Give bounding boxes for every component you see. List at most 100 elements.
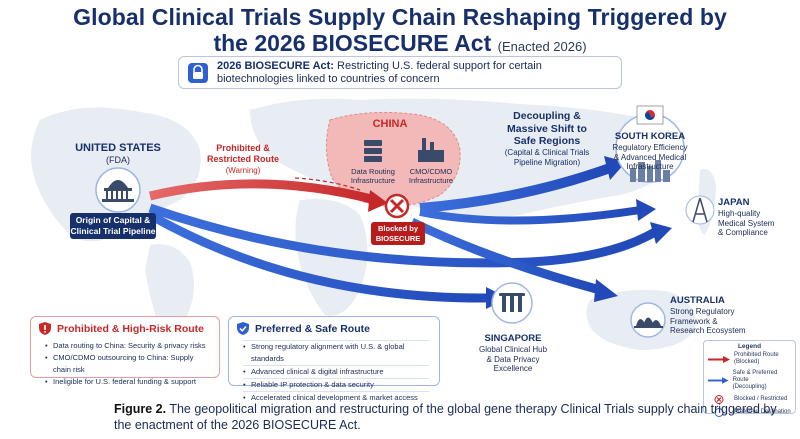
singapore-name: SINGAPORE [484,333,542,344]
south-america [145,244,194,336]
us-name: UNITED STATES [75,142,161,154]
prohibited-list: Data routing to China: Security & privac… [31,340,219,388]
decoupling-label: Decoupling & Massive Shift to Safe Regio… [488,110,606,168]
page-title-line2: the 2026 BIOSECURE Act (Enacted 2026) [0,30,800,57]
caption-label: Figure 2. [114,402,167,416]
prohibited-route-line2: Restricted Route [206,154,279,164]
figure-caption: Figure 2. The geopolitical migration and… [114,401,794,433]
legend-preferred-label: Preferred Destination [734,409,791,415]
china-data-line2: Infrastructure [350,176,396,185]
korea-label: SOUTH KOREA Regulatory Efficiency & Adva… [608,130,692,172]
prohibited-panel: Prohibited & High-Risk Route Data routin… [30,316,220,388]
legend-preferred: Preferred Destination [704,406,795,419]
us-origin-line1: Origin of Capital & [75,215,151,225]
japan-label: JAPAN High-quality Medical System & Comp… [718,196,798,238]
preferred-item: Strong regulatory alignment with U.S. & … [243,340,429,365]
legend-prohibited-line2: (Blocked) [734,359,760,365]
us-sub: (FDA) [106,155,130,165]
factory-icon [418,138,444,162]
route-us-japan [148,203,658,268]
australia-label: AUSTRALIA Strong Regulatory Framework & … [670,294,766,336]
caption-text: The geopolitical migration and restructu… [114,402,777,432]
prohibited-route-line1: Prohibited & [216,143,270,153]
route-prohibited [148,179,377,205]
blocked-label: Blocked by BIOSECURE Act [371,224,425,253]
singapore-line1: Global Clinical Hub [478,345,548,354]
china-cmo-line1: CMO/CDMO [409,167,453,176]
prohibited-item: Ineligible for U.S. federal funding & su… [45,376,209,388]
singapore-line3: Excellence [493,364,533,373]
china-data-label: Data Routing Infrastructure [348,167,398,185]
legend-safe-line1: Safe & Preferred Route [732,370,778,383]
route-blocked-korea [419,163,612,213]
australia-line3: Research Ecosystem [670,326,746,335]
decoupling-line3: Safe Regions [513,135,581,147]
preferred-list: Strong regulatory alignment with U.S. & … [229,340,439,404]
banner-body: Restricting U.S. federal support for cer… [217,59,542,85]
page-title: Global Clinical Trials Supply Chain Resh… [73,4,727,30]
japan-line3: & Compliance [718,228,768,237]
china-name: CHINA [372,118,408,130]
us-label: UNITED STATES (FDA) [60,142,176,166]
korea-line1: Regulatory Efficiency [612,143,688,152]
preferred-panel-header: Preferred & Safe Route [229,317,439,340]
australia-name: AUSTRALIA [670,295,725,306]
japan-line1: High-quality [718,209,761,218]
singapore-label: SINGAPORE Global Clinical Hub & Data Pri… [470,332,556,374]
server-icon [364,140,382,162]
prohibited-route-label: Prohibited & Restricted Route (Warning) [188,143,298,176]
preferred-item: Advanced clinical & digital infrastructu… [243,365,429,378]
japan-line2: Medical System [718,218,775,228]
prohibited-route-line3: (Warning) [225,166,261,175]
china-cmo-label: CMO/CDMO Infrastructure [406,167,456,185]
arrowhead-australia [594,279,618,302]
blocked-legend-icon [714,395,724,404]
arrowhead-japan [650,222,672,244]
route-blocked-australia [410,217,602,295]
opera-house-icon [634,317,663,328]
prohibited-panel-header: Prohibited & High-Risk Route [31,317,219,340]
banner-label: 2026 BIOSECURE Act: [217,59,334,72]
china-cmo-line2: Infrastructure [408,176,454,185]
title-act: the 2026 BIOSECURE Act [213,30,492,56]
prohibited-item: Data routing to China: Security & privac… [45,340,209,352]
route-us-singapore [147,211,491,303]
blocked-line1: Blocked by [377,224,418,233]
legend-blocked: Blocked / Restricted [704,393,795,406]
preferred-panel: Preferred & Safe Route Strong regulatory… [228,316,440,404]
blocked-x [389,198,405,214]
lock-icon [188,62,208,83]
blocked-box [371,222,425,245]
japan-badge [685,195,715,225]
legend: Legend Prohibited Route(Blocked) Safe & … [703,340,796,417]
title-enacted: (Enacted 2026) [497,39,587,54]
arrowhead-japan-2 [636,199,656,221]
korea-line3: Infrastructure [626,162,674,171]
shield-check-icon [237,322,249,335]
arrowhead-prohibited [368,190,388,212]
tower-icon [692,197,708,223]
legend-blocked-label: Blocked / Restricted [734,396,788,402]
map-diagram [31,98,716,350]
singapore-line2: & Data Privacy [486,354,540,364]
capitol-icon [102,180,134,202]
china-region [326,111,461,207]
korea-name: SOUTH KOREA [614,131,686,142]
us-origin-line2: Clinical Trial Pipeline [70,225,156,236]
destination-legend-icon [714,408,724,417]
legend-safe: Safe & Preferred Route(Decoupling) [704,368,795,393]
legend-prohibited: Prohibited Route(Blocked) [704,350,795,368]
route-blocked-japan [419,206,641,225]
preferred-item: Accelerated clinical development & marke… [243,391,429,404]
blocked-line2: BIOSECURE Act [375,233,421,253]
us-origin-box [70,213,156,239]
preferred-item: Reliable IP protection & data security [243,378,429,391]
decoupling-line5: Pipeline Migration) [513,157,581,167]
preferred-panel-title: Preferred & Safe Route [255,322,370,335]
decoupling-line4: (Capital & Clinical Trials [504,147,590,157]
legend-title: Legend [737,343,762,350]
decoupling-line1: Decoupling & [513,110,581,122]
decoupling-line2: Massive Shift to [507,122,587,135]
banner-text: 2026 BIOSECURE Act: Restricting U.S. fed… [217,60,621,86]
shield-alert-icon [39,322,51,335]
